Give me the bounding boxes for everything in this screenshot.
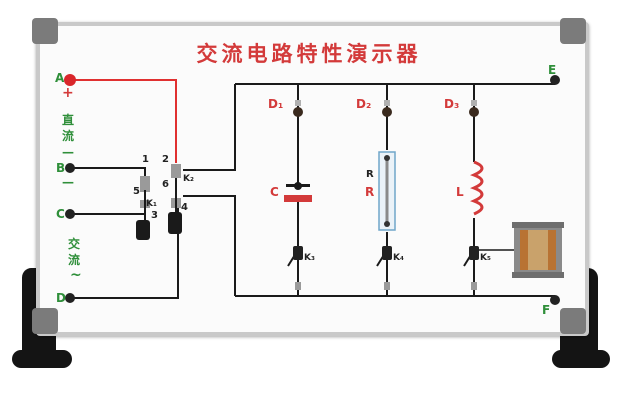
terminal-b-label: B bbox=[56, 161, 66, 175]
whiteboard-panel bbox=[36, 22, 589, 336]
binding-posts bbox=[64, 74, 560, 305]
switch-k1-label: K₁ bbox=[146, 199, 157, 209]
minus-sign-label: — bbox=[62, 175, 74, 189]
switch-node-6: 6 bbox=[162, 179, 169, 190]
switch-to-top-rail-wire bbox=[183, 84, 236, 171]
transformer-block bbox=[512, 222, 564, 278]
resistor-label: R bbox=[365, 185, 375, 199]
ac-tilde-label: ~ bbox=[70, 267, 82, 283]
switch-k2-label: K₂ bbox=[183, 174, 194, 184]
right-stand-base bbox=[552, 350, 610, 368]
terminal-d-wire bbox=[70, 208, 179, 299]
terminal-c-wire bbox=[70, 205, 146, 215]
ac-label: 交流 bbox=[68, 237, 81, 267]
branch-switches bbox=[287, 249, 475, 267]
switch-k3-label: K₃ bbox=[304, 253, 315, 263]
resistor-label-top: R bbox=[366, 169, 374, 180]
terminal-d-label: D bbox=[56, 291, 66, 305]
switch-node-5: 5 bbox=[133, 186, 140, 197]
bulb-d3-label: D₃ bbox=[444, 97, 460, 111]
terminal-b-wire bbox=[70, 167, 146, 178]
dc-positive-wire bbox=[70, 79, 177, 163]
capacitor-symbol bbox=[284, 182, 312, 202]
bulb-sockets bbox=[293, 100, 479, 117]
switch-node-3: 3 bbox=[151, 210, 158, 221]
selector-switches bbox=[136, 164, 182, 240]
bulb-d2-label: D₂ bbox=[356, 97, 372, 111]
left-stand-base bbox=[12, 350, 72, 368]
terminal-f-label: F bbox=[542, 303, 551, 317]
frame-corner-top-right bbox=[560, 18, 586, 44]
frame-corner-top-left bbox=[32, 18, 58, 44]
panel-title: 交流电路特性演示器 bbox=[196, 42, 422, 66]
dc-label: 直流 bbox=[62, 113, 75, 143]
switch-node-4: 4 bbox=[181, 202, 188, 213]
terminal-c-label: C bbox=[56, 207, 65, 221]
dc-plus-label: + bbox=[62, 85, 74, 101]
terminal-e-label: E bbox=[548, 63, 557, 77]
resistor-tube bbox=[378, 151, 396, 231]
frame-corner-bottom-left bbox=[32, 308, 58, 334]
switch-node-1: 1 bbox=[142, 154, 149, 165]
switch-to-bottom-rail-wire bbox=[183, 195, 236, 296]
frame-corner-bottom-right bbox=[560, 308, 586, 334]
switch-k5-label: K₅ bbox=[480, 253, 491, 263]
inductor-coil bbox=[470, 160, 484, 216]
bulb-d1-label: D₁ bbox=[268, 97, 284, 111]
dc-minus-label: — bbox=[62, 145, 74, 159]
terminal-a-label: A bbox=[55, 71, 65, 85]
inductor-label: L bbox=[456, 185, 464, 199]
switch-k4-label: K₄ bbox=[393, 253, 404, 263]
switch-node-2: 2 bbox=[162, 154, 169, 165]
capacitor-label: C bbox=[270, 185, 279, 199]
